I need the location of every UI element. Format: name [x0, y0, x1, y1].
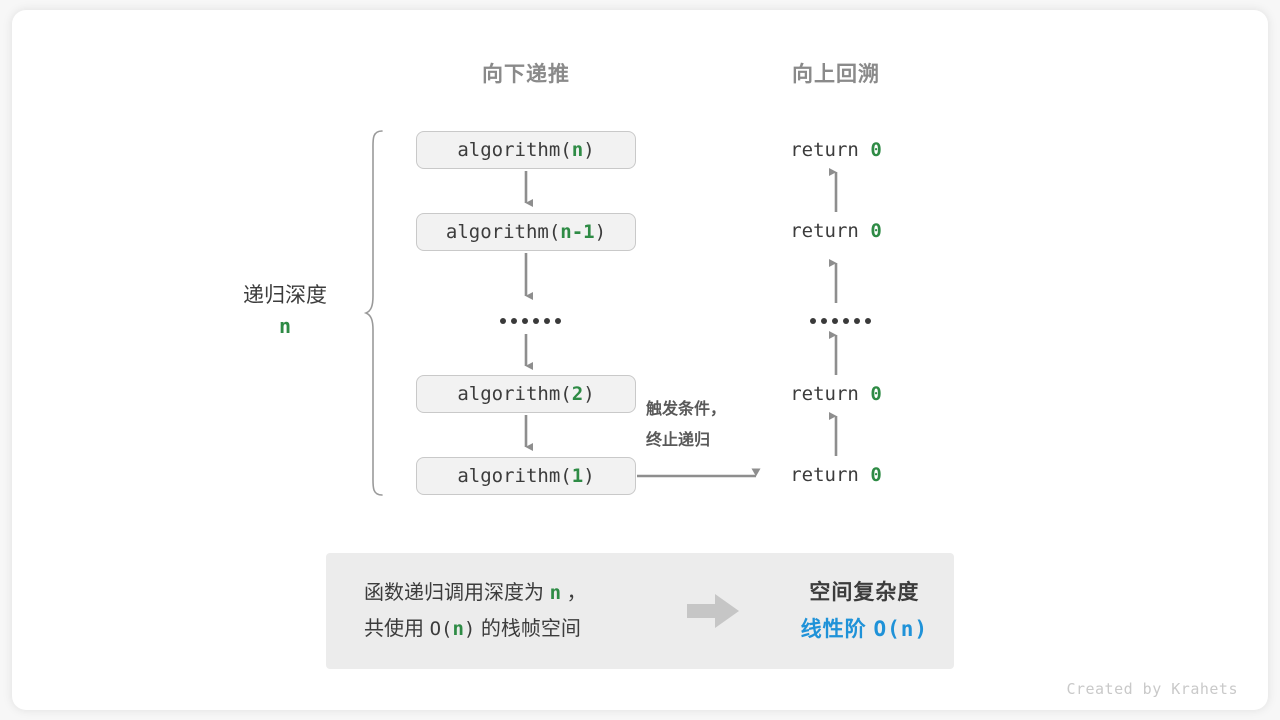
return-value: 0	[870, 220, 882, 242]
call-box-prefix: algorithm(	[445, 221, 561, 243]
summary-line1-var: n	[549, 582, 562, 604]
call-box-n[interactable]: algorithm(n)	[416, 131, 636, 169]
base-case-note: 触发条件， 终止递归	[646, 394, 726, 456]
summary-line1-text-b: ，	[566, 582, 587, 604]
summary-line2-text-a: 共使用	[364, 618, 424, 640]
call-box-arg: 2	[571, 383, 584, 405]
return-label-n: return 0	[756, 139, 916, 161]
return-keyword: return	[790, 220, 859, 242]
call-box-2[interactable]: algorithm(2)	[416, 375, 636, 413]
summary-line1-text-a: 函数递归调用深度为	[364, 582, 544, 604]
call-box-suffix: )	[594, 221, 607, 243]
return-value: 0	[870, 464, 882, 486]
summary-right-arrow-icon	[686, 594, 739, 628]
call-box-prefix: algorithm(	[457, 383, 572, 405]
column-header-upward: 向上回溯	[792, 63, 880, 86]
return-keyword: return	[790, 383, 859, 405]
return-keyword: return	[790, 464, 859, 486]
call-box-suffix: )	[583, 139, 595, 161]
summary-line2-text-b: 的栈帧空间	[480, 618, 581, 640]
base-case-note-line1: 触发条件，	[646, 401, 727, 418]
return-value: 0	[870, 139, 882, 161]
summary-panel: 函数递归调用深度为 n ， 共使用 O(n) 的栈帧空间 空间复杂度 线性阶 O…	[326, 553, 954, 669]
call-box-1[interactable]: algorithm(1)	[416, 457, 636, 495]
column-header-downward: 向下递推	[482, 63, 570, 86]
call-box-arg: n-1	[560, 221, 595, 243]
base-case-note-line2: 终止递归	[646, 432, 711, 449]
recursion-depth-label: 递归深度 n	[200, 281, 370, 341]
call-box-prefix: algorithm(	[457, 139, 572, 161]
summary-right-text: 空间复杂度 线性阶 O(n)	[775, 575, 954, 648]
summary-line2-var: n	[452, 618, 464, 640]
call-box-suffix: )	[583, 383, 595, 405]
summary-line2-bigo-open: O(	[429, 618, 453, 640]
call-box-arg: 1	[571, 465, 584, 487]
watermark-credit: Created by Krahets	[1066, 680, 1238, 698]
recursion-depth-value: n	[278, 314, 292, 338]
summary-line-1: 函数递归调用深度为 n ，	[364, 575, 663, 611]
complexity-title: 空间复杂度	[809, 580, 920, 604]
call-box-arg: n	[571, 139, 584, 161]
return-label-2: return 0	[756, 383, 916, 405]
complexity-order-name: 线性阶	[800, 617, 867, 641]
complexity-formula: O(n)	[873, 616, 929, 641]
summary-line-2: 共使用 O(n) 的栈帧空间	[364, 611, 663, 647]
return-label-n-minus-1: return 0	[756, 220, 916, 242]
call-box-suffix: )	[583, 465, 595, 487]
return-label-1: return 0	[756, 464, 916, 486]
left-column-ellipsis-icon	[500, 318, 561, 324]
right-column-ellipsis-icon	[810, 318, 871, 324]
summary-left-text: 函数递归调用深度为 n ， 共使用 O(n) 的栈帧空间	[364, 575, 663, 647]
call-box-prefix: algorithm(	[457, 465, 572, 487]
return-keyword: return	[790, 139, 859, 161]
summary-line2-bigo-close: )	[463, 618, 476, 640]
complexity-value: 线性阶 O(n)	[775, 611, 954, 648]
return-value: 0	[870, 383, 882, 405]
recursion-depth-text: 递归深度	[243, 284, 327, 307]
call-box-n-minus-1[interactable]: algorithm(n-1)	[416, 213, 636, 251]
